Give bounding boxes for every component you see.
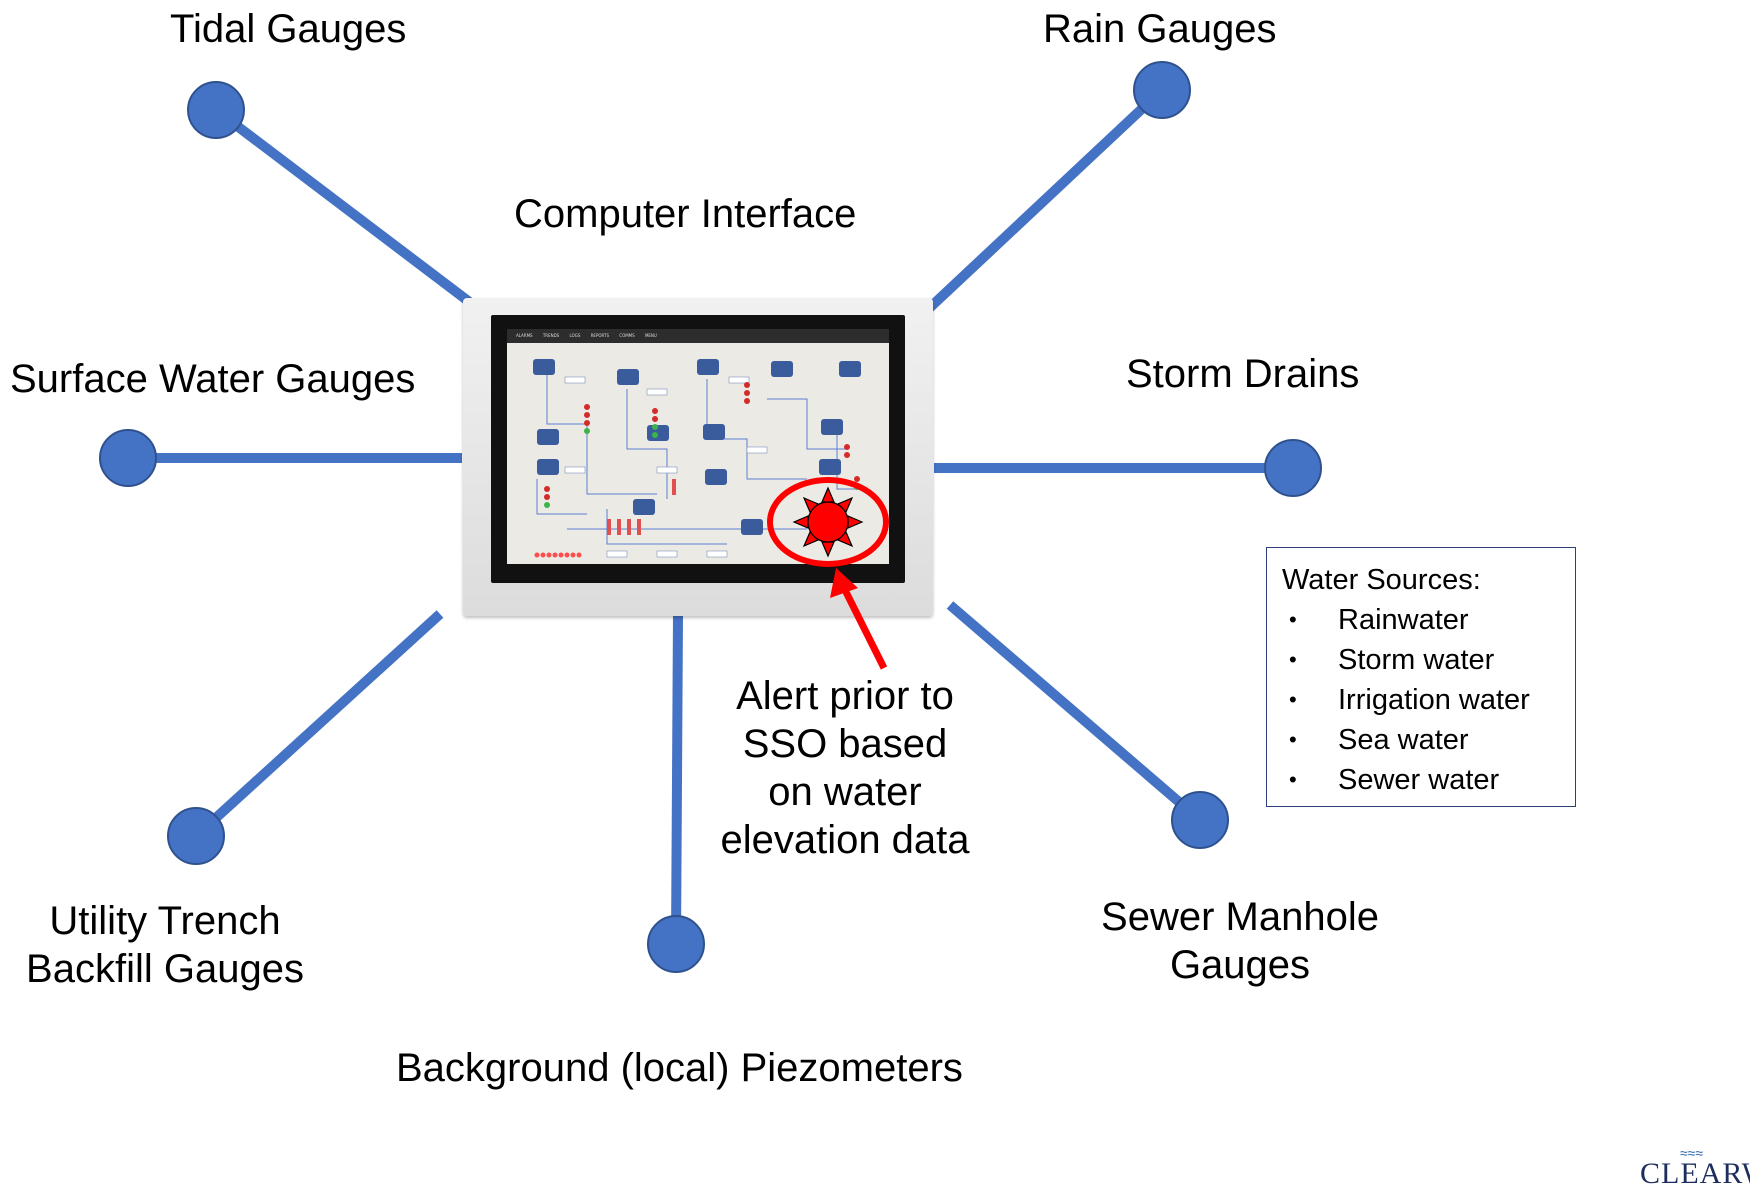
- connector-utility-trench: [192, 610, 444, 840]
- legend-item-sewer-water: Sewer water: [1338, 764, 1500, 796]
- hmi-tab-alarms[interactable]: ALARMS: [516, 333, 533, 338]
- label-utility-trench: Utility Trench Backfill Gauges: [20, 897, 310, 993]
- clearwater-logo: ≈≈≈ CLEARWATER: [1640, 1145, 1750, 1187]
- connector-tidal-gauges: [212, 106, 484, 314]
- label-sewer-manhole-line1: Sewer Manhole: [1101, 895, 1379, 939]
- connector-sewer-manhole: [946, 601, 1204, 824]
- hmi-tab-trends[interactable]: TRENDS: [542, 333, 560, 338]
- label-tidal-gauges: Tidal Gauges: [170, 7, 407, 51]
- node-utility-trench: [167, 807, 225, 865]
- label-sewer-manhole: Sewer Manhole Gauges: [1080, 893, 1400, 989]
- bullet-icon: •: [1289, 767, 1297, 792]
- label-utility-trench-line1: Utility Trench: [49, 899, 281, 943]
- scada-hmi-display: ALARMS TRENDS LOGS REPORTS COMMS MENU: [507, 329, 889, 564]
- hmi-process-schematic: [533, 359, 867, 558]
- bullet-icon: •: [1289, 687, 1297, 712]
- alert-description: Alert prior to SSO based on water elevat…: [690, 672, 1000, 864]
- node-rain-gauges: [1133, 61, 1191, 119]
- hmi-tab-reports[interactable]: REPORTS: [590, 333, 609, 338]
- node-storm-drains: [1264, 439, 1322, 497]
- water-sources-legend: Water Sources: • Rainwater • Storm water •…: [1266, 547, 1576, 807]
- bullet-icon: •: [1289, 727, 1297, 752]
- alert-line-3: on water: [768, 770, 922, 814]
- legend-item-irrigation-water: Irrigation water: [1338, 684, 1530, 716]
- hmi-toolbar: ALARMS TRENDS LOGS REPORTS COMMS MENU: [507, 329, 889, 343]
- legend-item-rainwater: Rainwater: [1338, 604, 1469, 636]
- bullet-icon: •: [1289, 607, 1297, 632]
- node-sewer-manhole: [1171, 791, 1229, 849]
- node-tidal-gauges: [187, 81, 245, 139]
- label-storm-drains: Storm Drains: [1126, 352, 1360, 396]
- label-computer-interface: Computer Interface: [514, 192, 857, 236]
- node-surface-water-gauges: [99, 429, 157, 487]
- bullet-icon: •: [1289, 647, 1297, 672]
- hmi-tab-comms[interactable]: COMMS: [619, 333, 635, 338]
- legend-item-sea-water: Sea water: [1338, 724, 1469, 756]
- label-surface-water-gauges: Surface Water Gauges: [10, 357, 416, 401]
- connector-piezometers: [671, 613, 683, 945]
- alert-line-1: Alert prior to: [736, 674, 954, 718]
- logo-text: CLEARWATER: [1640, 1157, 1750, 1187]
- computer-monitor: ALARMS TRENDS LOGS REPORTS COMMS MENU: [463, 298, 933, 616]
- hmi-tab-menu[interactable]: MENU: [644, 333, 657, 338]
- legend-item-storm-water: Storm water: [1338, 644, 1495, 676]
- monitor-screen: ALARMS TRENDS LOGS REPORTS COMMS MENU: [491, 315, 905, 583]
- label-utility-trench-line2: Backfill Gauges: [26, 947, 304, 991]
- logo-wave-icon: ≈≈≈: [1680, 1145, 1704, 1161]
- hmi-tab-logs[interactable]: LOGS: [569, 333, 581, 338]
- legend-title: Water Sources:: [1282, 564, 1481, 596]
- alert-line-4: elevation data: [720, 818, 970, 862]
- alert-line-2: SSO based: [742, 722, 948, 766]
- connector-rain-gauges: [918, 86, 1166, 319]
- node-piezometers: [647, 915, 705, 973]
- label-rain-gauges: Rain Gauges: [1043, 7, 1277, 51]
- label-piezometers: Background (local) Piezometers: [396, 1046, 963, 1090]
- label-sewer-manhole-line2: Gauges: [1169, 943, 1311, 987]
